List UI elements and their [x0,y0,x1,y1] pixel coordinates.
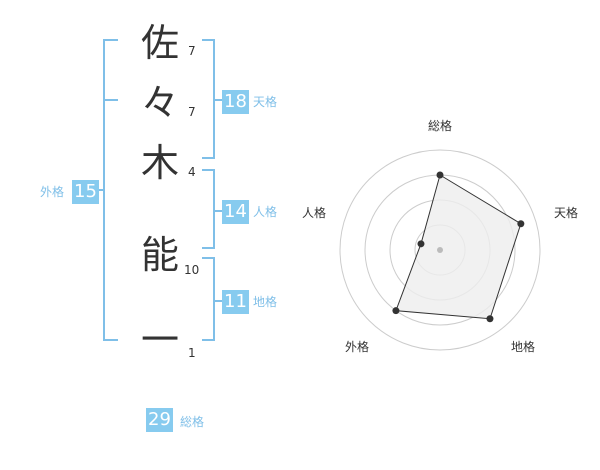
stroke-count-4: 10 [184,263,200,277]
stroke-count-3: 4 [188,165,196,179]
tenkaku-value: 18 [222,90,249,114]
chikaku-label: 地格 [253,295,278,309]
jinkaku-label: 人格 [253,205,278,219]
radar-axis-label-2: 天格 [554,206,579,220]
name-char-3: 木 [140,141,179,185]
tenkaku-bracket [202,39,222,159]
name-char-1: 佐 [140,21,179,65]
radar-polygon [395,174,522,320]
radar-point-4 [392,307,400,315]
radar-axis-label-3: 地格 [511,340,536,354]
tenkaku-label: 天格 [253,95,278,109]
gaikaku-label: 外格 [40,185,65,199]
jinkaku-value: 14 [222,200,249,224]
name-char-5: 一 [140,318,179,362]
name-char-2: 々 [140,81,179,125]
radar-point-2 [517,220,525,228]
radar-point-3 [486,315,494,323]
soukaku-label: 総格 [180,415,205,429]
radar-point-5 [417,240,425,248]
chikaku-bracket [202,257,222,341]
radar-axis-label-1: 総格 [428,119,453,133]
stroke-count-1: 7 [188,44,196,58]
stroke-count-5: 1 [188,346,196,360]
name-char-4: 能 [140,233,179,277]
chikaku-value: 11 [222,290,249,314]
gaikaku-value: 15 [72,180,99,204]
soukaku-value: 29 [146,408,173,432]
radar-point-1 [436,171,444,179]
stroke-count-2: 7 [188,105,196,119]
radar-center-dot [437,247,443,253]
radar-ring [339,149,541,351]
radar-axis-label-5: 人格 [302,206,327,220]
jinkaku-bracket [202,169,222,249]
radar-axis-label-4: 外格 [345,340,370,354]
